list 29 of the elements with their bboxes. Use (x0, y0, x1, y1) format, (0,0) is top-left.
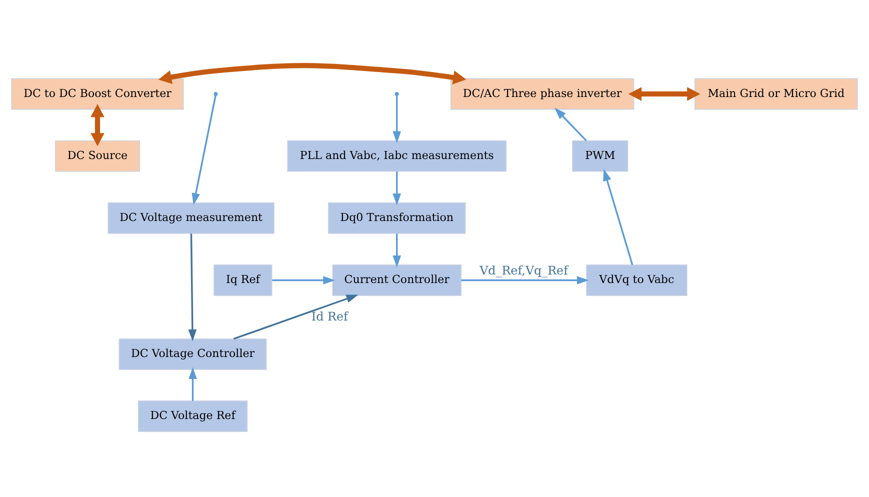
node-box: Iq Ref (214, 264, 272, 296)
node-box: DC Voltage Ref (138, 400, 248, 432)
arrow (158, 63, 466, 84)
arrow (188, 367, 197, 401)
node-box: DC Source (54, 140, 140, 172)
edge-label: Vd_Ref,Vq_Ref (480, 263, 568, 278)
arrow (461, 276, 589, 284)
node-box: PWM (572, 140, 628, 172)
arrow (188, 234, 197, 342)
arrow (272, 276, 336, 284)
edge-label: Id Ref (311, 309, 348, 324)
node-box: DC Voltage Controller (118, 338, 267, 370)
arrow (392, 96, 402, 144)
node-box: VdVq to Vabc (586, 264, 688, 296)
node-box: DC to DC Boost Converter (11, 78, 184, 110)
arrow (392, 172, 402, 206)
node-box: DC Voltage measurement (108, 202, 274, 234)
node-box: Current Controller (332, 264, 462, 296)
node-box: Dq0 Transformation (328, 202, 466, 234)
arrow (90, 104, 104, 146)
node-box: DC/AC Three phase inverter (450, 78, 634, 110)
arrow (554, 108, 587, 142)
arrow (233, 294, 358, 340)
arrow (192, 95, 216, 206)
arrow (603, 168, 634, 266)
arrow (628, 87, 700, 101)
node-box: Main Grid or Micro Grid (694, 78, 858, 110)
node-box: PLL and Vabc, Iabc measurements (287, 140, 507, 172)
arrow (392, 234, 402, 268)
